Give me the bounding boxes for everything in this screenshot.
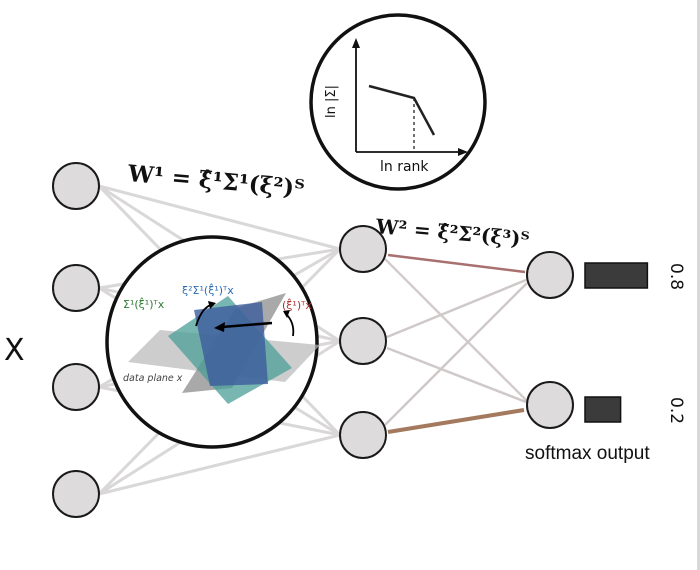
right-edge — [697, 0, 700, 570]
output-bar — [584, 396, 622, 423]
data-plane-label: data plane x — [123, 373, 183, 384]
inset-x-axis-label: ln rank — [380, 159, 429, 175]
output-bar — [584, 262, 649, 289]
input-node — [52, 363, 100, 411]
zoom-label-green: Σ¹(ξ̂¹)ᵀx — [123, 298, 165, 311]
inset-y-axis-label: ln |Σ| — [324, 85, 339, 118]
hidden-layer — [339, 225, 387, 459]
layer2-edges — [384, 253, 529, 434]
hidden-node — [339, 225, 387, 273]
inset-circle — [309, 13, 487, 191]
output-node — [526, 381, 574, 429]
input-layer — [52, 162, 100, 518]
input-node — [52, 162, 100, 210]
softmax-label: softmax output — [525, 443, 650, 464]
output-node — [526, 251, 574, 299]
input-node — [52, 470, 100, 518]
output-value-0: 0.8 — [666, 263, 686, 291]
zoom-label-blue: ξ²Σ¹(ξ̂¹)ᵀx — [182, 284, 234, 297]
input-label: X — [4, 333, 25, 368]
hidden-node — [339, 411, 387, 459]
zoom-label-red: (ξ̂¹)ᵀx — [282, 299, 312, 312]
hidden-node — [339, 317, 387, 365]
zoom-circle — [105, 235, 320, 449]
blue-plane — [194, 302, 268, 386]
output-layer — [526, 251, 574, 429]
input-node — [52, 264, 100, 312]
output-value-1: 0.2 — [666, 397, 686, 425]
